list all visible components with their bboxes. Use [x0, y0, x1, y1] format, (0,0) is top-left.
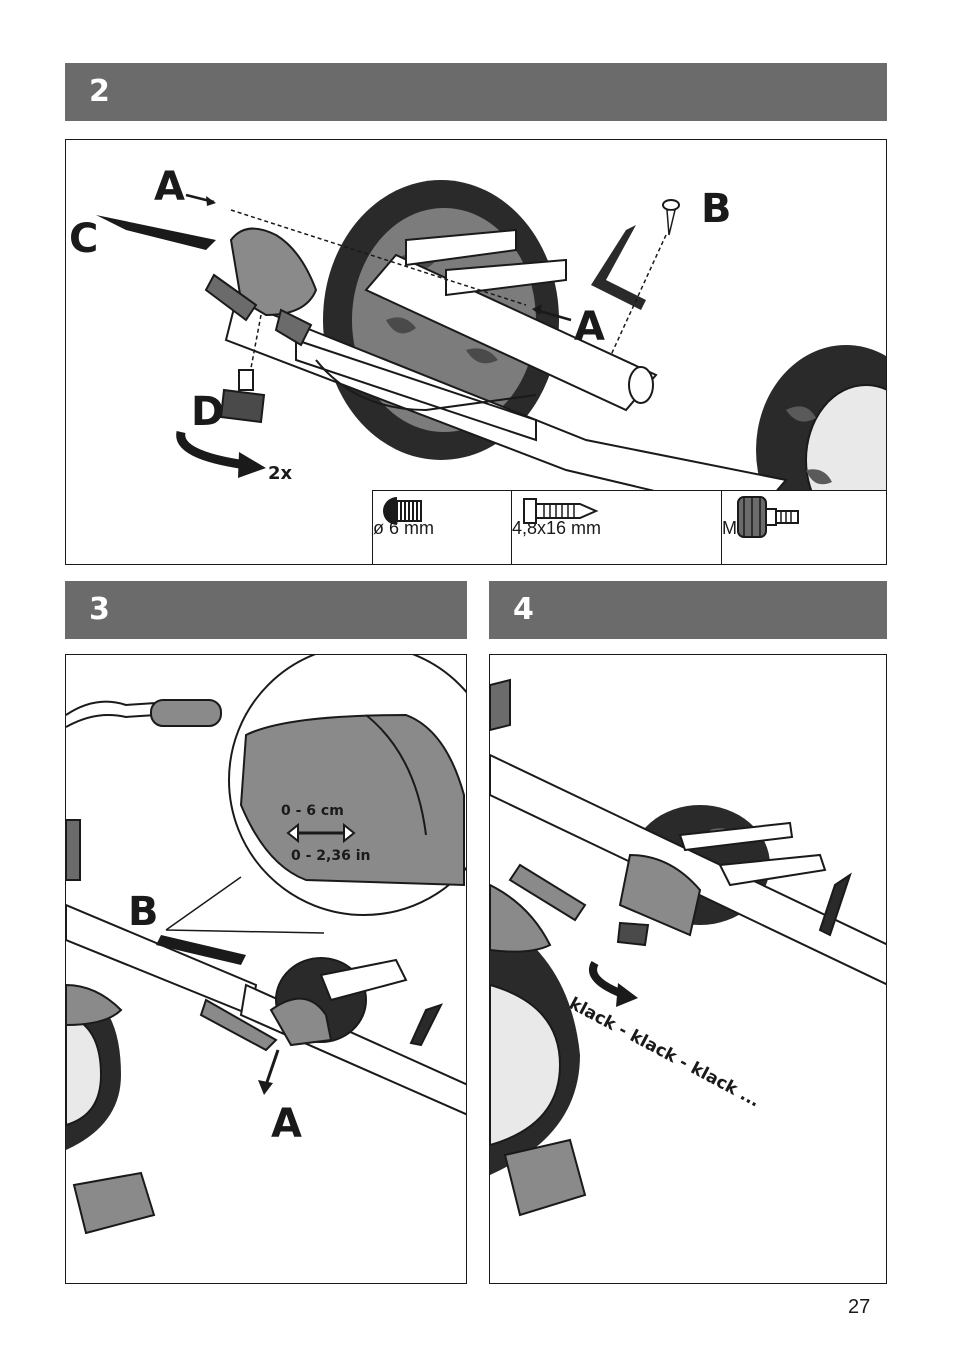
hardware-label-plug: ø 6 mm [373, 517, 434, 538]
range-in-label: 0 - 2,36 in [291, 848, 370, 864]
turn-count-label: 2x [268, 463, 293, 484]
bracket-illustration [591, 225, 646, 310]
hardware-item-plug: ø 6 mm [373, 491, 512, 564]
front-wheel-illustration [490, 883, 580, 1175]
callout-d: D [191, 389, 224, 435]
grip-illustration [508, 863, 587, 922]
detail-magnifier: 0 - 6 cm 0 - 2,36 in [228, 655, 466, 916]
callout-a-bottom: A [574, 304, 605, 350]
step-2-header: 2 [65, 63, 887, 121]
callout-b: B [701, 186, 732, 232]
callout-c: C [69, 216, 98, 262]
pedal-illustration [72, 1171, 156, 1235]
step-number: 2 [89, 74, 110, 109]
step-4-header: 4 [489, 581, 887, 639]
callout-a-top: A [154, 164, 185, 210]
grip-cap-illustration [204, 227, 318, 347]
step-4-illustration-panel: klack - klack - klack ... [489, 654, 887, 1284]
pedal-illustration [503, 1138, 587, 1217]
arrow-a-bottom [535, 308, 572, 322]
rotation-arrow [176, 431, 247, 470]
page-number: 27 [848, 1296, 871, 1318]
hardware-item-knob: M 12 [722, 491, 886, 564]
frame-illustration [66, 903, 466, 1116]
step-3-illustration-panel: 0 - 6 cm 0 - 2,36 in B A [65, 654, 467, 1284]
step-2-illustration-panel: A C B A D 2x ø 6 mm 4,8x16 mm [65, 139, 887, 565]
knob-bolt-icon [737, 496, 799, 538]
front-wheel-illustration [66, 983, 123, 1150]
callout-b: B [128, 889, 159, 935]
screw-b-illustration [662, 199, 680, 236]
handlebar-illustration [66, 699, 222, 881]
screw-icon [523, 498, 599, 524]
plug-cap-icon [383, 497, 422, 525]
frame-illustration [490, 678, 886, 986]
hardware-legend: ø 6 mm 4,8x16 mm M 12 [372, 490, 886, 564]
step-3-illustration: 0 - 6 cm 0 - 2,36 in B A [66, 655, 466, 1235]
assembly-guide-lines [230, 209, 667, 369]
step-number: 3 [89, 592, 110, 627]
step-4-illustration: klack - klack - klack ... [490, 678, 886, 1217]
step-3-header: 3 [65, 581, 467, 639]
callout-a: A [271, 1101, 302, 1147]
knob-d-illustration [219, 369, 266, 424]
klack-sound-label: klack - klack - klack ... [566, 994, 763, 1112]
step-number: 4 [513, 592, 534, 627]
hardware-item-screw: 4,8x16 mm [512, 491, 722, 564]
range-cm-label: 0 - 6 cm [281, 803, 344, 819]
knob-illustration [616, 921, 650, 947]
callout-c-marker [96, 215, 216, 250]
